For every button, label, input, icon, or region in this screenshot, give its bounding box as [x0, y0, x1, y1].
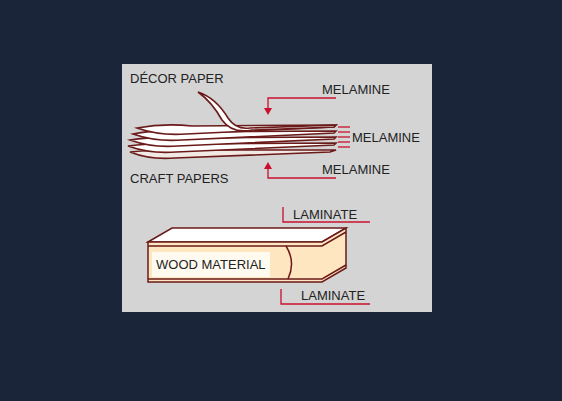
callout-label: MELAMINE [352, 130, 420, 145]
callout-label: MELAMINE [322, 82, 390, 97]
callout-label: LAMINATE [301, 288, 365, 303]
part-label: DÉCOR PAPER [130, 71, 224, 86]
callout-label: LAMINATE [293, 207, 357, 222]
callout-label: MELAMINE [322, 162, 390, 177]
node-text: WOOD MATERIAL [156, 257, 266, 272]
material-label-box: WOOD MATERIAL [152, 252, 270, 277]
part-label: CRAFT PAPERS [130, 171, 228, 186]
